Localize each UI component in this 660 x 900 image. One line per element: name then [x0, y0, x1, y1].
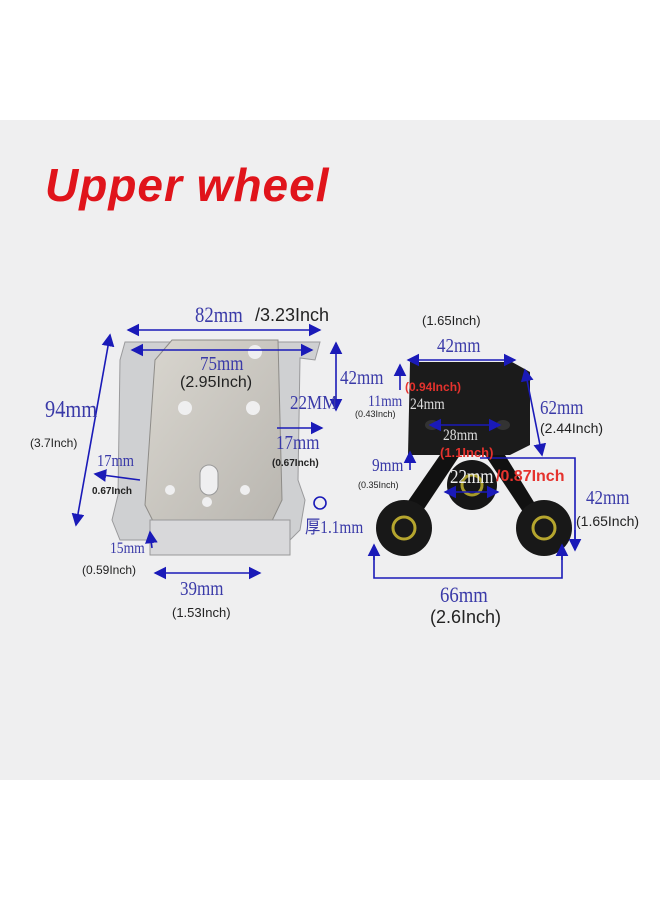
dim-17mm-left: 17mm [97, 451, 134, 470]
dim-0-94inch: (0.94Inch) [405, 380, 462, 394]
title: Upper wheel [45, 159, 330, 211]
dim-3-23inch: /3.23Inch [255, 305, 330, 325]
dim-1-53inch: (1.53Inch) [172, 605, 231, 620]
dim-1-65inch-top: (1.65Inch) [422, 313, 481, 328]
dim-28mm: 28mm [443, 427, 478, 444]
dim-42mm-drop: 42mm [586, 487, 630, 509]
dim-66mm: 66mm [440, 582, 488, 607]
dim-24mm: 24mm [410, 396, 445, 413]
dim-75mm: 75mm [200, 353, 244, 375]
dim-0-35inch: (0.35Inch) [358, 480, 399, 490]
dim-0-59inch: (0.59Inch) [82, 563, 137, 577]
dim-1-1inch: (1.1Inch) [440, 445, 494, 460]
metal-bracket [111, 339, 321, 556]
dim-94mm: 94mm [45, 397, 98, 423]
dim-42mm-top: 42mm [437, 335, 481, 357]
wheel-carriage [376, 362, 572, 556]
dim-thickness: 厚1.1mm [305, 517, 364, 537]
dim-9mm: 9mm [372, 455, 404, 475]
dim-0-67inch-left: 0.67Inch [92, 486, 133, 497]
dim-15mm: 15mm [110, 540, 145, 557]
dim-2-44inch: (2.44Inch) [540, 420, 604, 436]
dim-82mm: 82mm [195, 302, 243, 327]
dim-2-95inch: (2.95Inch) [180, 374, 253, 391]
dim-17mm-right: 17mm [276, 432, 320, 454]
dim-39mm: 39mm [180, 578, 224, 600]
dim-3-7inch: (3.7Inch) [30, 436, 78, 450]
dim-0-67inch-right: (0.67Inch) [272, 458, 319, 469]
dim-0-87inch: /0.87Inch [496, 468, 565, 485]
dim-1-65inch-drop: (1.65Inch) [576, 513, 640, 529]
dim-22mm: 22MM [290, 392, 338, 414]
dim-42mm-tab: 42mm [340, 367, 384, 389]
dim-11mm: 11mm [368, 393, 403, 410]
dimension-arrows [71, 323, 582, 580]
dim-22mm-wheel: 22mm [450, 466, 494, 488]
dim-0-43inch: (0.43Inch) [355, 409, 396, 419]
dim-62mm: 62mm [540, 397, 584, 419]
dim-2-6inch: (2.6Inch) [430, 607, 502, 627]
